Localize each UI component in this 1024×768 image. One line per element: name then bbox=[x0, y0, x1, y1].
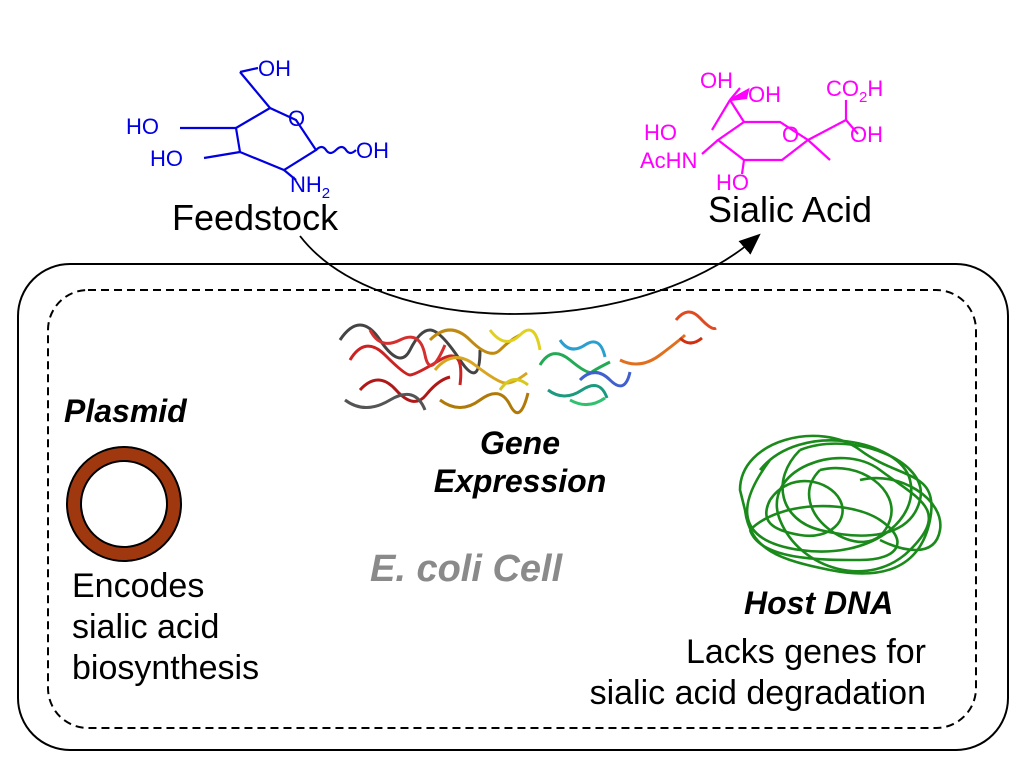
gene-expression-label: Gene Expression bbox=[400, 424, 640, 501]
plasmid-description-line: biosynthesis bbox=[72, 648, 260, 687]
sialic-ho-left: HO bbox=[644, 120, 677, 145]
feedstock-label: Feedstock bbox=[172, 197, 339, 238]
plasmid-title: Plasmid bbox=[64, 393, 187, 429]
sialic-ho-bottom: HO bbox=[716, 170, 749, 195]
sialic-carboxyl: CO2H bbox=[826, 76, 883, 106]
sialic-carboxyl-co: CO bbox=[826, 76, 859, 101]
sialic-ring-o: O bbox=[782, 122, 799, 147]
feedstock-ho-left: HO bbox=[126, 114, 159, 139]
feedstock-labels: OH O HO HO OH NH2 bbox=[126, 56, 389, 202]
plasmid-description-line: sialic acid bbox=[72, 607, 220, 646]
host-dna-description-line: sialic acid degradation bbox=[589, 673, 926, 712]
cell-inner-membrane bbox=[47, 289, 977, 729]
host-dna-tangle bbox=[738, 434, 942, 575]
plasmid-ring-fill bbox=[68, 448, 180, 560]
plasmid-description: Encodes sialic acid biosynthesis bbox=[72, 566, 259, 688]
sialic-carboxyl-subscript: 2 bbox=[859, 89, 867, 106]
feedstock-oh-right: OH bbox=[356, 138, 389, 163]
cell-label: E. coli Cell bbox=[370, 548, 563, 590]
sialic-acid-labels: OH OH CO2H HO O OH AcHN HO bbox=[640, 68, 883, 195]
feedstock-structure bbox=[180, 66, 357, 181]
feedstock-ring-o: O bbox=[288, 106, 305, 131]
gene-expression-line: Gene bbox=[479, 425, 561, 461]
plasmid-description-line: Encodes bbox=[72, 567, 205, 605]
protein-structure-illustration bbox=[338, 310, 717, 415]
host-dna-title: Host DNA bbox=[744, 585, 894, 621]
sialic-acid-structure bbox=[701, 87, 859, 175]
gene-expression-line: Expression bbox=[433, 463, 607, 500]
feedstock-nh-subscript: 2 bbox=[322, 185, 330, 202]
sialic-achn: AcHN bbox=[640, 148, 697, 173]
cell-outer-membrane bbox=[17, 263, 1009, 751]
host-dna-description: Lacks genes for sialic acid degradation bbox=[590, 632, 926, 714]
sialic-carboxyl-h: H bbox=[867, 76, 883, 101]
feedstock-nh-label: NH bbox=[290, 172, 322, 197]
host-dna-description-line: Lacks genes for bbox=[685, 633, 926, 671]
sialic-oh-wedge: OH bbox=[748, 82, 781, 107]
conversion-arrow bbox=[299, 233, 761, 315]
sialic-acid-label: Sialic Acid bbox=[708, 189, 873, 230]
feedstock-nh: NH2 bbox=[290, 172, 330, 202]
feedstock-ho-lower: HO bbox=[150, 146, 183, 171]
sialic-oh-top: OH bbox=[700, 68, 733, 93]
sialic-oh-right: OH bbox=[850, 122, 883, 147]
feedstock-oh-top: OH bbox=[258, 56, 291, 81]
